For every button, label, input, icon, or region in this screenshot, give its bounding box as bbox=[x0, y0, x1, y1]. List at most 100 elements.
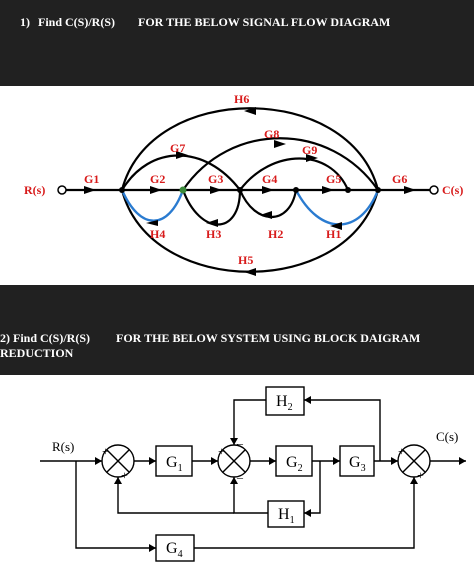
label-g4: G4 bbox=[262, 172, 277, 186]
arrow-g3-in bbox=[333, 457, 340, 465]
arrow-s1-in bbox=[95, 457, 102, 465]
question-2-prompt: 2) Find C(S)/R(S) bbox=[0, 331, 91, 345]
arrow-s1-bottom bbox=[114, 477, 122, 484]
sign-s1-left: + bbox=[102, 444, 109, 458]
arrow-g6 bbox=[404, 186, 416, 194]
label-h5: H5 bbox=[238, 253, 253, 267]
node-output bbox=[429, 185, 439, 195]
block-g1 bbox=[155, 445, 193, 477]
block-g2 bbox=[275, 445, 313, 477]
label-h4: H4 bbox=[150, 227, 165, 241]
node-1 bbox=[119, 187, 125, 193]
question-1-number: 1) bbox=[20, 15, 30, 29]
block-output-label: C(s) bbox=[436, 429, 458, 444]
label-input: R(s) bbox=[24, 183, 45, 197]
label-g5: G5 bbox=[326, 172, 341, 186]
arrow-g7 bbox=[176, 151, 188, 159]
line-h1-to-s1 bbox=[117, 477, 234, 514]
sign-s2-top: – bbox=[236, 436, 244, 450]
question-2-title-cont: REDUCTION bbox=[0, 346, 74, 360]
label-g6: G6 bbox=[392, 172, 407, 186]
signal-flow-diagram: R(s) C(s) G1 G2 G3 G4 G5 G6 G7 G8 G9 H4 … bbox=[0, 86, 474, 285]
node-6 bbox=[375, 187, 381, 193]
label-g8: G8 bbox=[264, 127, 279, 141]
arrow-g2 bbox=[150, 186, 162, 194]
sign-s3-bottom: + bbox=[417, 468, 424, 482]
arrow-g3 bbox=[210, 186, 222, 194]
arrow-h2 bbox=[260, 211, 272, 219]
sign-s3-left: + bbox=[398, 444, 405, 458]
arrow-g5 bbox=[322, 186, 334, 194]
block-g3 bbox=[339, 445, 375, 477]
line-to-g4 bbox=[75, 461, 156, 549]
outer-loop-h6 bbox=[120, 107, 380, 191]
question-1-title: FOR THE BELOW SIGNAL FLOW DIAGRAM bbox=[138, 15, 391, 29]
label-g1: G1 bbox=[84, 172, 99, 186]
sign-s1-bottom: + bbox=[121, 468, 128, 482]
summing-junction-3 bbox=[397, 444, 431, 478]
question-2-title: FOR THE BELOW SYSTEM USING BLOCK DAIGRAM bbox=[116, 331, 421, 345]
arrow-g2-in bbox=[269, 457, 276, 465]
label-output: C(s) bbox=[442, 183, 463, 197]
label-g2: G2 bbox=[150, 172, 165, 186]
arrow-h5 bbox=[244, 268, 256, 276]
question-1-header: 1) Find C(S)/R(S) FOR THE BELOW SIGNAL F… bbox=[0, 0, 474, 86]
summing-junction-1 bbox=[101, 444, 135, 478]
block-diagram-svg: G1 G2 G3 H2 H1 G4 R(s) C(s) + + + – – + … bbox=[40, 386, 466, 562]
summing-junction-2 bbox=[217, 444, 251, 478]
arrow-s3-in bbox=[391, 457, 398, 465]
line-to-h2 bbox=[304, 399, 381, 461]
label-g3: G3 bbox=[208, 172, 223, 186]
block-h1-label: H1 bbox=[278, 506, 295, 526]
block-g4-label: G4 bbox=[166, 540, 183, 560]
arrow-h4 bbox=[146, 220, 158, 226]
line-h2-to-s2 bbox=[233, 399, 266, 445]
loop-h3 bbox=[181, 189, 242, 226]
node-input bbox=[57, 185, 67, 195]
arrow-s2-bottom bbox=[230, 477, 238, 484]
arrow-s3-bottom bbox=[410, 477, 418, 484]
sign-s2-left: + bbox=[218, 444, 225, 458]
node-5 bbox=[345, 187, 351, 193]
label-h6: H6 bbox=[234, 92, 249, 106]
arrow-h1 bbox=[330, 222, 342, 230]
block-h2 bbox=[265, 386, 305, 416]
block-g2-label: G2 bbox=[286, 454, 303, 474]
arrow-output bbox=[459, 457, 466, 465]
node-2 bbox=[179, 186, 187, 194]
arrow-h6 bbox=[244, 107, 256, 115]
block-h1 bbox=[267, 500, 305, 528]
question-1-prompt: Find C(S)/R(S) bbox=[38, 15, 116, 29]
signal-flow-graph-svg: R(s) C(s) G1 G2 G3 G4 G5 G6 G7 G8 G9 H4 … bbox=[24, 92, 463, 276]
node-3 bbox=[237, 187, 243, 193]
arrow-g4-in bbox=[149, 544, 156, 552]
sign-s2-bottom: – bbox=[236, 470, 244, 484]
block-g4 bbox=[155, 534, 195, 562]
block-g3-label: G3 bbox=[349, 454, 366, 474]
block-diagram: G1 G2 G3 H2 H1 G4 R(s) C(s) + + + – – + … bbox=[0, 375, 474, 573]
line-g4-to-s3 bbox=[194, 477, 415, 549]
arrow-g1 bbox=[84, 186, 96, 194]
block-g1-label: G1 bbox=[166, 454, 183, 474]
label-h2: H2 bbox=[268, 227, 283, 241]
question-2-header: 2) Find C(S)/R(S) FOR THE BELOW SYSTEM U… bbox=[0, 285, 474, 375]
branch-g8 bbox=[182, 137, 379, 191]
arrow-h3 bbox=[206, 219, 218, 227]
arrow-g4 bbox=[262, 186, 274, 194]
arrow-s2-top bbox=[230, 438, 238, 445]
arrow-g8 bbox=[274, 140, 286, 148]
label-g7: G7 bbox=[170, 141, 185, 155]
label-h3: H3 bbox=[206, 227, 221, 241]
label-g9: G9 bbox=[302, 143, 317, 157]
loop-h4 bbox=[120, 189, 185, 222]
arrow-h2-in bbox=[304, 396, 311, 404]
arrow-h1-in bbox=[304, 509, 311, 517]
node-4 bbox=[293, 187, 299, 193]
block-input-label: R(s) bbox=[52, 439, 74, 454]
block-h2-label: H2 bbox=[276, 393, 293, 413]
branch-g9 bbox=[239, 157, 350, 191]
arrow-g1-in bbox=[149, 457, 156, 465]
arrow-s2-in bbox=[211, 457, 218, 465]
arrow-g9 bbox=[306, 154, 318, 162]
label-h1: H1 bbox=[326, 227, 341, 241]
